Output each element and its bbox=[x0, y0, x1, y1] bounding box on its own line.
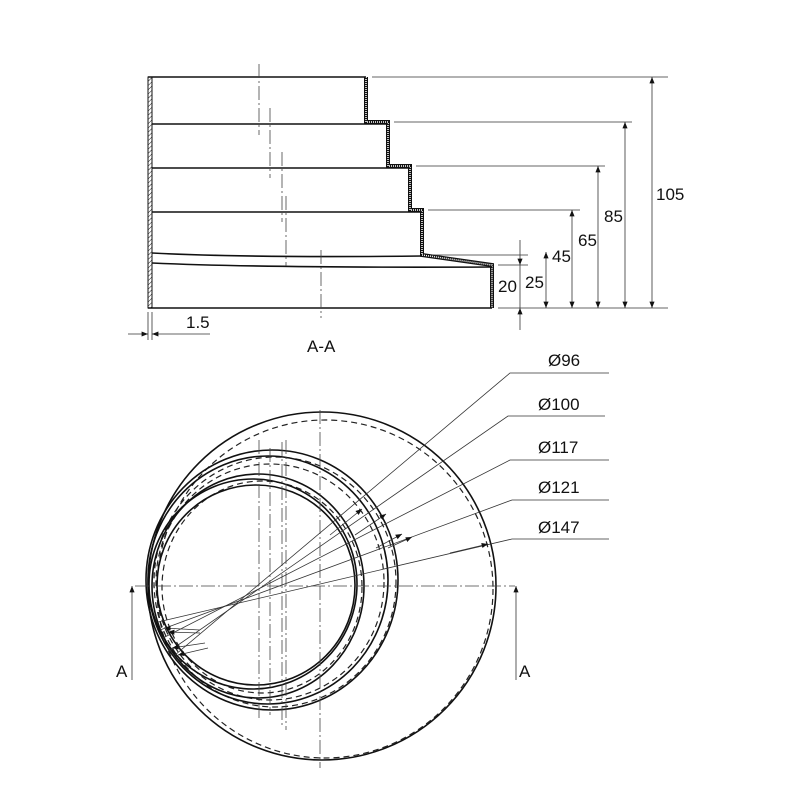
section-marker-right: A bbox=[513, 586, 531, 681]
diameter-leaders: Ø96 Ø100 Ø117 Ø121 Ø147 bbox=[157, 351, 609, 657]
height-dimensions: 105 85 65 45 25 20 bbox=[498, 77, 684, 330]
dim-45: 45 bbox=[552, 247, 571, 266]
dim-85: 85 bbox=[604, 207, 623, 226]
dim-dia-96: Ø96 bbox=[548, 351, 580, 370]
dim-25: 25 bbox=[525, 273, 544, 292]
dim-dia-121: Ø121 bbox=[538, 478, 580, 497]
dim-20: 20 bbox=[498, 277, 517, 296]
wall-thickness-dimension: 1.5 bbox=[128, 312, 210, 340]
section-view bbox=[147, 64, 494, 318]
section-marker-label-right: A bbox=[519, 662, 531, 681]
extension-lines bbox=[372, 76, 668, 309]
dim-105: 105 bbox=[656, 185, 684, 204]
plan-view bbox=[135, 410, 515, 768]
dim-1-5: 1.5 bbox=[186, 313, 210, 332]
section-title: A-A bbox=[307, 337, 336, 356]
dim-dia-147: Ø147 bbox=[538, 518, 580, 537]
dim-dia-100: Ø100 bbox=[538, 395, 580, 414]
dim-dia-117: Ø117 bbox=[538, 438, 578, 457]
section-marker-left: A bbox=[116, 586, 135, 681]
dim-65: 65 bbox=[578, 231, 597, 250]
section-marker-label-left: A bbox=[116, 662, 128, 681]
